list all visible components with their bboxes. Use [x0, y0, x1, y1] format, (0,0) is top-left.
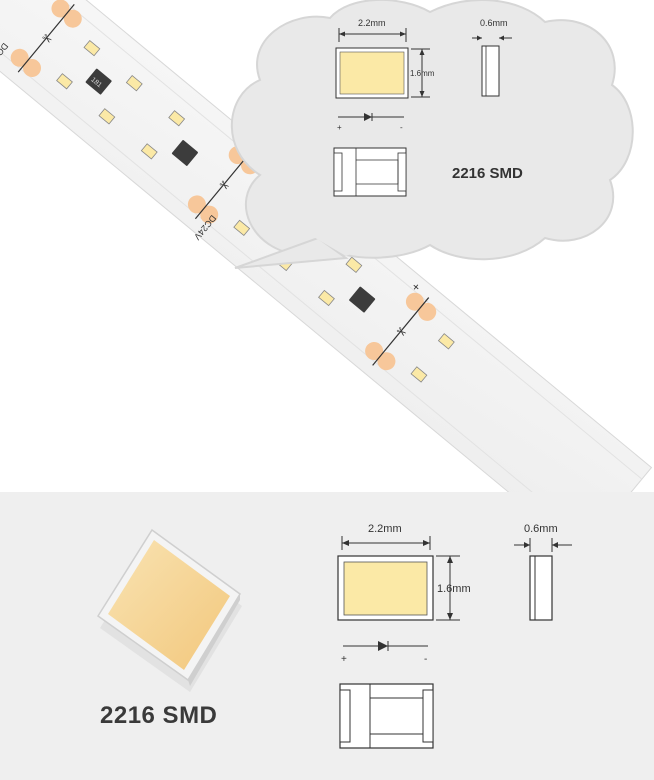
- led-chips: [56, 39, 455, 383]
- callout-thickness-dimension: 0.6mm: [472, 18, 512, 97]
- spec-thickness-dimension: 0.6mm: [514, 523, 572, 621]
- spec-section: [0, 492, 654, 780]
- callout-cloud: 2.2mm 1.6mm 0.6mm: [230, 0, 634, 269]
- svg-text:-: -: [424, 654, 427, 665]
- callout-polarity: + -: [337, 113, 404, 132]
- cut-mark: ✂: [10, 0, 82, 78]
- svg-text:-: -: [400, 123, 403, 132]
- svg-text:+: +: [337, 123, 342, 132]
- callout-height-dimension: 1.6mm: [410, 48, 435, 98]
- spec-chip-front: [337, 555, 434, 621]
- callout-width-label: 2.2mm: [358, 18, 386, 28]
- callout-width-dimension: 2.2mm: [338, 18, 407, 42]
- spec-width-dimension: 2.2mm: [341, 523, 431, 550]
- callout-chip-front: [335, 47, 409, 99]
- callout-height-label: 1.6mm: [410, 69, 435, 78]
- spec-height-label: 1.6mm: [437, 583, 471, 595]
- spec-chip-bottom: [339, 683, 434, 749]
- callout-title: 2216 SMD: [452, 165, 523, 182]
- callout-chip-bottom: [333, 147, 407, 197]
- cut-mark: ✂: [365, 292, 437, 371]
- spec-width-label: 2.2mm: [368, 523, 402, 535]
- spec-title: 2216 SMD: [100, 702, 218, 729]
- callout-thickness-label: 0.6mm: [480, 18, 508, 28]
- smd-chip-photo: [96, 528, 242, 692]
- svg-text:+: +: [341, 654, 347, 665]
- spec-height-dimension: 1.6mm: [436, 555, 471, 621]
- spec-polarity: + -: [341, 641, 428, 665]
- spec-thickness-label: 0.6mm: [524, 523, 558, 535]
